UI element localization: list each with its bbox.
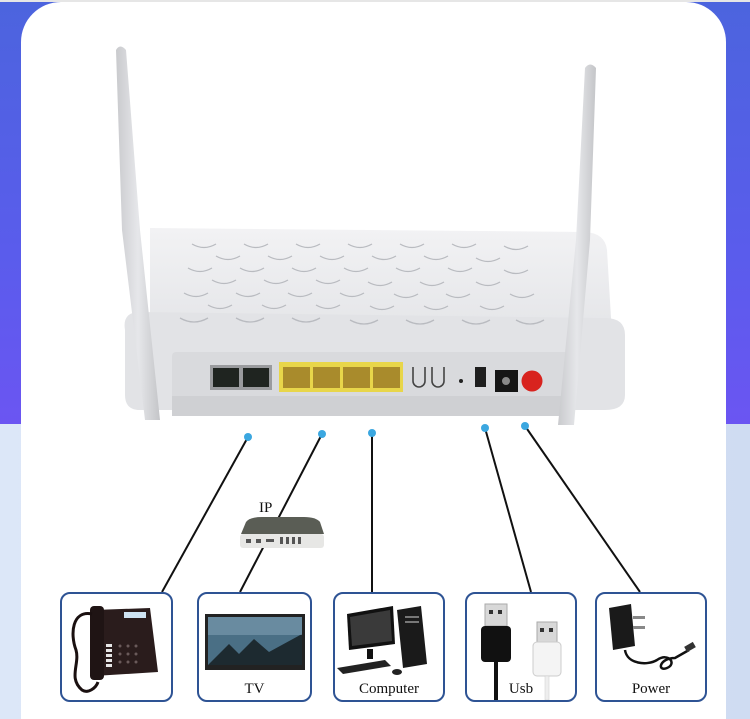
device-label: Power [631, 681, 671, 697]
usb-cable-icon [481, 603, 562, 702]
line-tv [239, 433, 323, 593]
phone-port-2 [243, 368, 269, 387]
device-box-power: Power [595, 592, 707, 702]
lan-port-1 [283, 367, 310, 388]
lan-port-3 [343, 367, 370, 388]
rear-ports [210, 362, 543, 392]
router [124, 228, 626, 416]
reset-hole [459, 379, 463, 383]
ip-label: IP [259, 500, 273, 516]
line-phone [161, 436, 249, 593]
device-box-usb: Usb [465, 592, 577, 702]
connector-dots [244, 422, 529, 441]
device-box-phone [60, 592, 173, 702]
lan-port-4 [373, 367, 400, 388]
computer-icon [337, 606, 427, 675]
iptv-box-icon [240, 517, 324, 548]
power-adapter-icon [609, 604, 696, 670]
device-label: Usb [508, 681, 534, 697]
device-box-computer: Computer [333, 592, 445, 702]
telephone-icon [71, 606, 158, 693]
usb-port [475, 367, 486, 387]
connector-lines [161, 425, 641, 593]
power-button [521, 370, 543, 392]
vent-pattern [179, 243, 545, 325]
left-antenna [116, 46, 160, 420]
right-antenna [558, 64, 596, 425]
lan-port-2 [313, 367, 340, 388]
phone-port-1 [213, 368, 239, 387]
tv-icon [205, 614, 305, 670]
device-box-tv: TV [197, 592, 312, 702]
line-usb [484, 427, 532, 593]
line-power [524, 425, 641, 593]
router-base [172, 396, 572, 416]
wifi-button [431, 367, 445, 388]
router-top-panel [150, 228, 612, 335]
device-label: Computer [359, 681, 419, 697]
wps-button [412, 367, 426, 388]
device-label: TV [244, 681, 265, 697]
